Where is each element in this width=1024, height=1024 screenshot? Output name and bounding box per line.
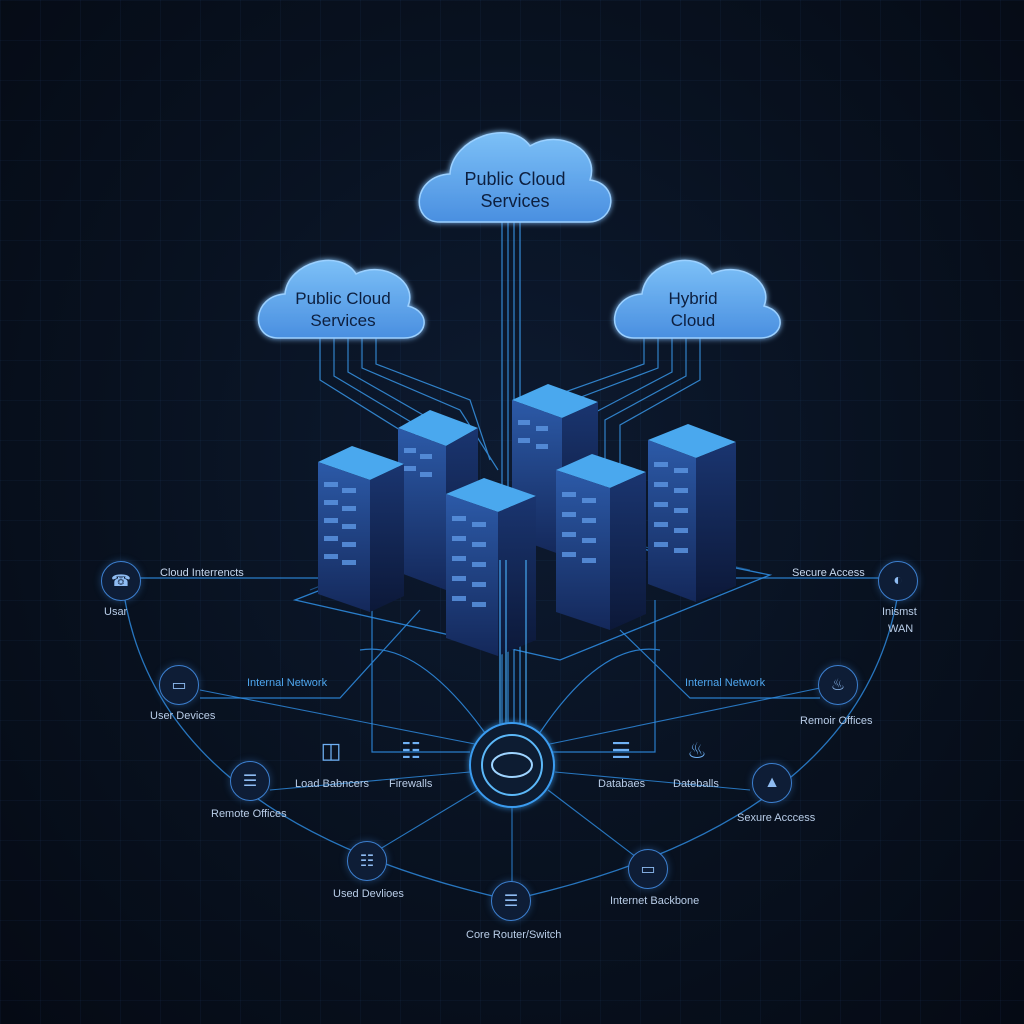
server-rack-center [446, 478, 536, 656]
core-hub [469, 722, 555, 808]
remote-offices-left-label: Remote Offices [211, 808, 287, 820]
globe-icon: ◐ [893, 572, 903, 589]
cloud-top-label: Public Cloud Services [440, 168, 590, 212]
fire-icon: ▲ [764, 774, 780, 791]
secure-access-node[interactable]: ▲ [752, 763, 792, 803]
user-node[interactable]: ☎ [101, 561, 141, 601]
wan-node[interactable]: ◐ [878, 561, 918, 601]
server-rack-left [318, 446, 404, 612]
firewall-icon[interactable]: ☷ [401, 738, 421, 763]
monitor-icon: ▭ [171, 677, 187, 694]
cloud-top-line1: Public Cloud [464, 169, 566, 189]
user-label: Usar [104, 606, 128, 618]
core-router-node[interactable]: ☰ [491, 881, 531, 921]
internal-network-right-label: Internal Network [685, 677, 766, 689]
used-devices-label: Used Devlioes [333, 888, 404, 900]
cloud-top-line2: Services [480, 191, 550, 211]
cloud-right-line2: Cloud [670, 311, 716, 330]
internal-network-left-label: Internal Network [247, 677, 328, 689]
link-internal-right [619, 629, 820, 699]
phone-icon: ☎ [111, 573, 131, 590]
device-icon: ☷ [359, 853, 375, 870]
cloud-top [418, 132, 612, 223]
databases-label: Databaes [598, 778, 646, 790]
used-devices-node[interactable]: ☷ [347, 841, 387, 881]
dateballs-icon[interactable]: ♨ [687, 738, 707, 763]
remote-offices-left-node[interactable]: ☰ [230, 761, 270, 801]
server-icon: ☰ [242, 773, 258, 790]
server-rack-right [648, 424, 736, 602]
dateballs-label: Dateballs [673, 778, 719, 790]
remote-offices-right-label: Remoir Offices [800, 715, 873, 727]
flame-icon: ♨ [830, 677, 846, 694]
link-internal-left [200, 609, 421, 699]
hub-spokes [199, 687, 821, 882]
remote-offices-right-node[interactable]: ♨ [818, 665, 858, 705]
cloud-left [257, 259, 425, 339]
router-icon: ☰ [503, 893, 519, 910]
database-icon[interactable]: ☰ [611, 738, 631, 763]
cloud-interconnects-label: Cloud Interrencts [160, 567, 244, 579]
secure-access-top-label: Secure Access [792, 567, 865, 579]
user-devices-node[interactable]: ▭ [159, 665, 199, 705]
internet-backbone-node[interactable]: ▭ [628, 849, 668, 889]
user-devices-label: User Devices [150, 710, 216, 722]
wan-label-line1: Inismst [882, 606, 917, 618]
internet-backbone-label: Internet Backbone [610, 895, 700, 907]
server-rack-center-right [556, 454, 646, 630]
cloud-right-line1: Hybrid [668, 289, 718, 308]
load-balancers-label: Load Babncers [295, 778, 369, 790]
cloud-left-line1: Public Cloud [295, 289, 391, 308]
wan-label-line2: WAN [888, 623, 914, 635]
load-balancer-icon[interactable]: ◫ [320, 738, 342, 763]
link-db [552, 600, 656, 753]
cloud-right-label: Hybrid Cloud [618, 288, 768, 332]
cloud-right [613, 259, 781, 339]
monitor-icon: ▭ [640, 861, 656, 878]
drive-bays [324, 420, 688, 607]
secure-access-bottom-label: Sexure Acccess [737, 812, 816, 824]
cloud-left-line2: Services [310, 311, 376, 330]
core-router-label: Core Router/Switch [466, 929, 562, 941]
link-lb [371, 600, 470, 753]
cloud-left-label: Public Cloud Services [268, 288, 418, 332]
firewalls-label: Firewalls [389, 778, 433, 790]
